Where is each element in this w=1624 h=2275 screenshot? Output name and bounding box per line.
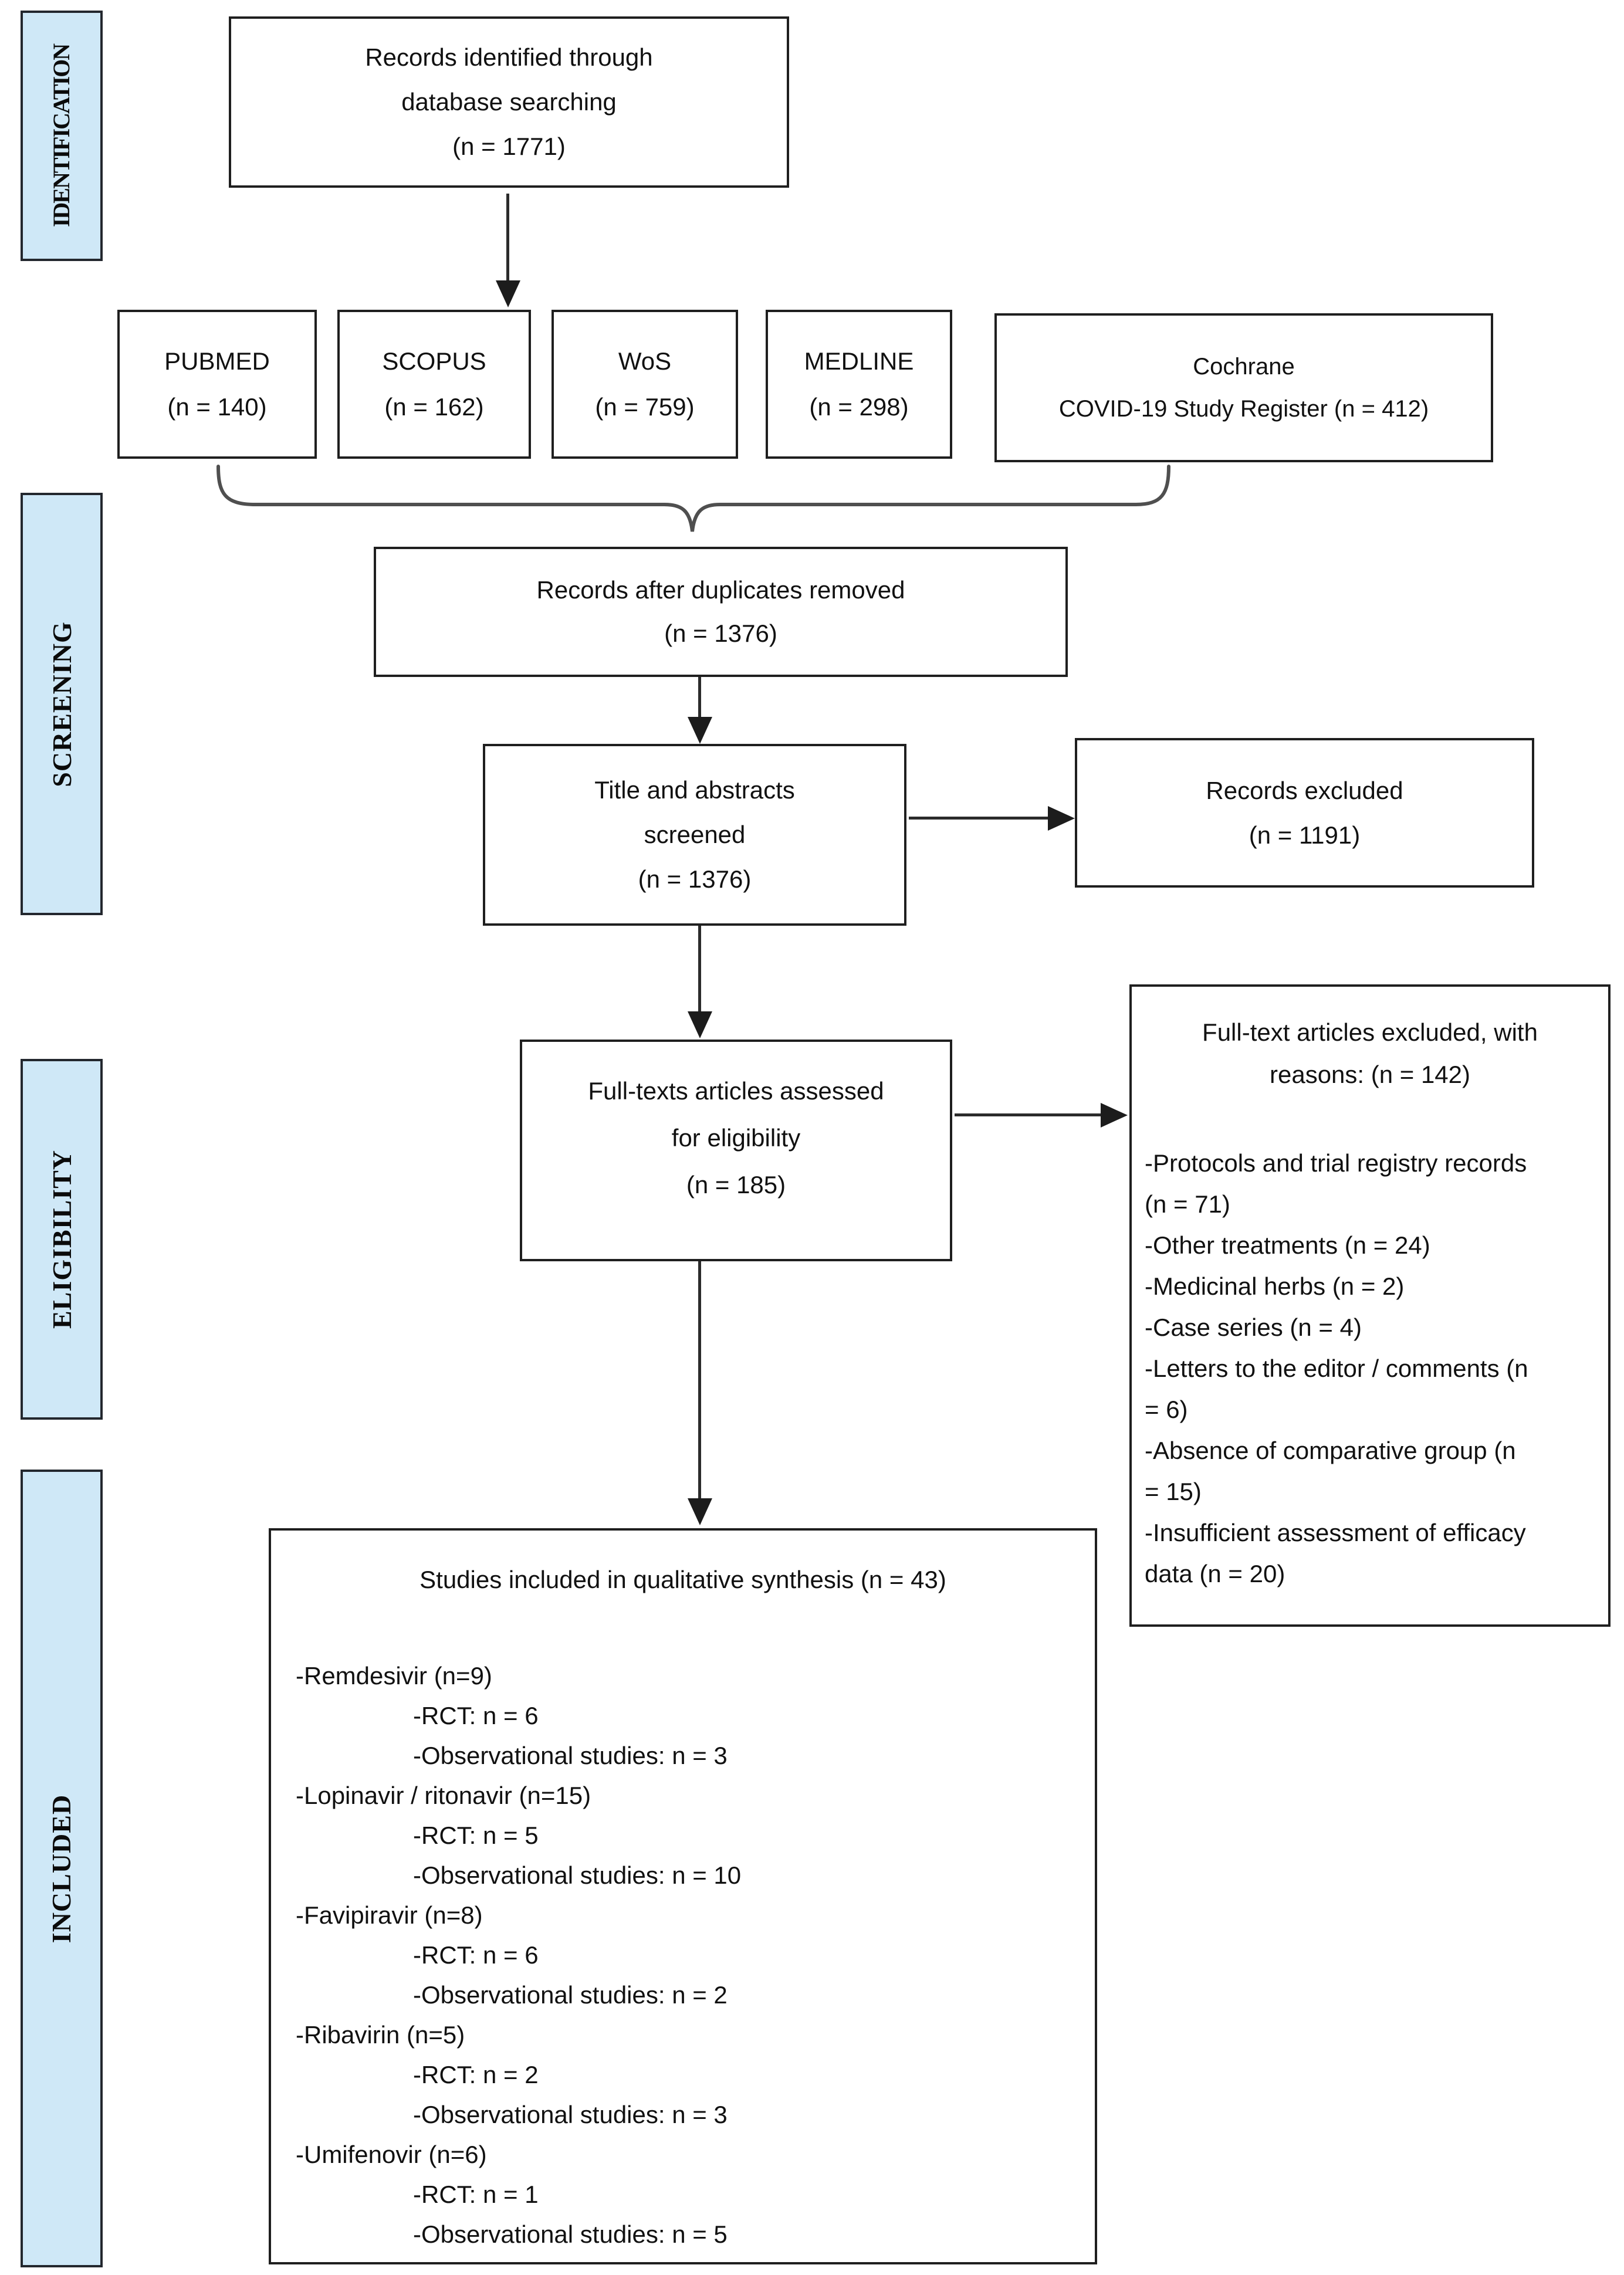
cochrane-count: COVID-19 Study Register (n = 412) <box>1058 396 1429 422</box>
records-identified-line3: (n = 1771) <box>452 133 566 160</box>
wos-name: WoS <box>618 347 672 375</box>
ftexcluded-title-line2: reasons: (n = 142) <box>1269 1061 1471 1088</box>
stage-screening-label: SCREENING <box>46 621 77 787</box>
stage-included-label: INCLUDED <box>46 1794 77 1943</box>
scopus-name: SCOPUS <box>382 347 486 375</box>
records-identified-line2: database searching <box>401 88 617 116</box>
screened-line2: screened <box>644 821 746 848</box>
included-drug-rct: -RCT: n = 6 <box>413 1941 539 1969</box>
included-drug-rct: -RCT: n = 1 <box>413 2181 539 2208</box>
ftexcluded-reason: -Letters to the editor / comments (n = 6… <box>1145 1355 1528 1423</box>
included-drug-rct: -RCT: n = 5 <box>413 1822 539 1849</box>
box-records-excluded: Records excluded (n = 1191) <box>1075 738 1534 888</box>
included-drug-name: -Ribavirin (n=5) <box>296 2021 465 2049</box>
arrow-assessed-to-included-head <box>688 1498 712 1525</box>
ftexcluded-reason: -Other treatments (n = 24) <box>1145 1231 1430 1259</box>
wos-count: (n = 759) <box>595 393 695 421</box>
stage-screening: SCREENING <box>21 493 103 915</box>
included-drug-rct: -RCT: n = 2 <box>413 2061 539 2088</box>
arrow-duplicates-to-screened-line <box>698 677 701 718</box>
included-title: Studies included in qualitative synthesi… <box>419 1566 946 1593</box>
included-drug-observational: -Observational studies: n = 3 <box>413 2101 728 2128</box>
arrow-screened-to-assessed-line <box>698 926 701 1013</box>
ftexcluded-title-line1: Full-text articles excluded, with <box>1202 1018 1538 1046</box>
included-drug-observational: -Observational studies: n = 10 <box>413 1861 742 1889</box>
screened-line1: Title and abstracts <box>594 776 795 804</box>
box-fulltext-excluded: Full-text articles excluded, with reason… <box>1129 984 1611 1627</box>
included-drug-observational: -Observational studies: n = 5 <box>413 2220 728 2248</box>
assessed-line1: Full-texts articles assessed <box>588 1077 884 1105</box>
ftexcluded-reasons-list: -Protocols and trial registry records (n… <box>1145 1143 1532 1594</box>
included-drug-name: -Umifenovir (n=6) <box>296 2141 487 2168</box>
cochrane-name: Cochrane <box>1193 354 1295 380</box>
box-fulltext-assessed: Full-texts articles assessed for eligibi… <box>520 1040 952 1261</box>
box-database-scopus: SCOPUS (n = 162) <box>337 310 531 459</box>
scopus-count: (n = 162) <box>384 393 484 421</box>
ftexcluded-reason: -Absence of comparative group (n = 15) <box>1145 1437 1516 1505</box>
box-database-pubmed: PUBMED (n = 140) <box>117 310 317 459</box>
box-screened: Title and abstracts screened (n = 1376) <box>483 744 906 926</box>
box-records-identified: Records identified through database sear… <box>229 16 789 188</box>
duplicates-removed-line2: (n = 1376) <box>664 619 777 647</box>
duplicates-removed-line1: Records after duplicates removed <box>536 576 905 604</box>
stage-included: INCLUDED <box>21 1470 103 2267</box>
arrow-identified-to-databases-line <box>506 194 509 282</box>
records-excluded-line1: Records excluded <box>1206 776 1403 804</box>
brace-connector <box>216 465 1170 532</box>
ftexcluded-reason: -Medicinal herbs (n = 2) <box>1145 1272 1405 1300</box>
screened-line3: (n = 1376) <box>638 865 752 893</box>
included-drug-name: -Remdesivir (n=9) <box>296 1662 492 1690</box>
stage-eligibility-label: ELIGIBILITY <box>46 1149 77 1329</box>
arrow-screened-to-excluded-line <box>909 817 1050 820</box>
box-studies-included: Studies included in qualitative synthesi… <box>269 1528 1097 2264</box>
included-drug-name: -Lopinavir / ritonavir (n=15) <box>296 1782 591 1809</box>
arrow-assessed-to-ftexcluded-head <box>1101 1103 1128 1128</box>
arrow-assessed-to-included-line <box>698 1261 701 1499</box>
included-drug-rct: -RCT: n = 6 <box>413 1702 539 1729</box>
records-identified-line1: Records identified through <box>365 43 653 71</box>
box-duplicates-removed: Records after duplicates removed (n = 13… <box>374 547 1068 677</box>
arrow-screened-to-excluded-head <box>1048 806 1075 831</box>
pubmed-count: (n = 140) <box>167 393 267 421</box>
ftexcluded-reason: -Protocols and trial registry records (n… <box>1145 1149 1527 1218</box>
stage-identification-label: IDENTIFICATION <box>48 44 75 228</box>
arrow-screened-to-assessed-head <box>688 1011 712 1038</box>
included-drug-observational: -Observational studies: n = 2 <box>413 1981 728 2009</box>
arrow-assessed-to-ftexcluded-line <box>955 1113 1102 1116</box>
assessed-line2: for eligibility <box>671 1124 801 1152</box>
records-excluded-line2: (n = 1191) <box>1249 821 1361 849</box>
assessed-line3: (n = 185) <box>686 1171 786 1199</box>
arrow-duplicates-to-screened-head <box>688 717 712 744</box>
stage-eligibility: ELIGIBILITY <box>21 1059 103 1420</box>
ftexcluded-reason: -Case series (n = 4) <box>1145 1313 1362 1341</box>
box-database-medline: MEDLINE (n = 298) <box>766 310 952 459</box>
box-database-cochrane: Cochrane COVID-19 Study Register (n = 41… <box>994 313 1493 462</box>
stage-identification: IDENTIFICATION <box>21 11 103 261</box>
medline-count: (n = 298) <box>809 393 909 421</box>
included-drug-observational: -Observational studies: n = 3 <box>413 1742 728 1769</box>
included-drug-name: -Favipiravir (n=8) <box>296 1901 483 1929</box>
arrow-identified-to-databases-head <box>496 280 520 307</box>
box-database-wos: WoS (n = 759) <box>552 310 738 459</box>
included-drug-list: -Remdesivir (n=9) -RCT: n = 6 -Observati… <box>271 1656 1095 2254</box>
ftexcluded-reason: -Insufficient assessment of efficacy dat… <box>1145 1519 1526 1587</box>
pubmed-name: PUBMED <box>164 347 270 375</box>
medline-name: MEDLINE <box>804 347 914 375</box>
